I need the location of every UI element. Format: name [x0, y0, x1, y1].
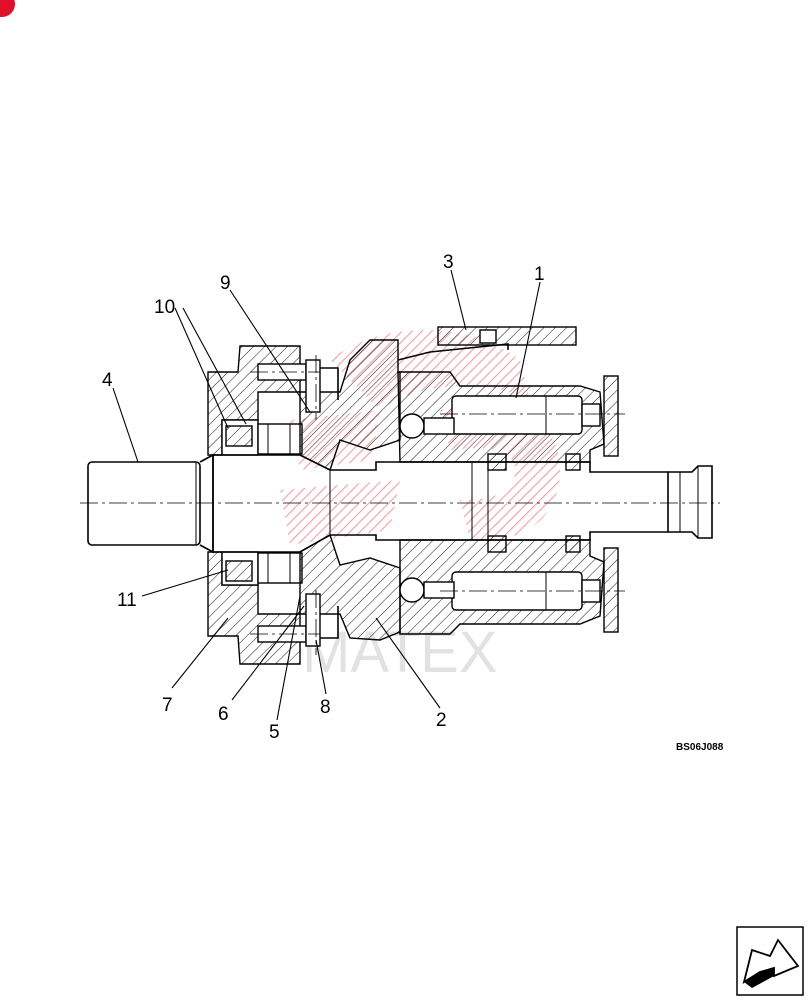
- callout-labels: 1 2 3 4 5 6 7 8 9 10 11: [102, 252, 545, 743]
- motor-cross-section: [80, 326, 720, 665]
- leader-lines: [112, 269, 541, 721]
- callout-7: 7: [162, 695, 173, 716]
- corner-badge-icon: [0, 0, 15, 17]
- callout-1: 1: [534, 264, 545, 285]
- callout-8: 8: [320, 697, 331, 718]
- callout-5: 5: [269, 722, 280, 743]
- callout-11: 11: [117, 590, 137, 611]
- next-page-button[interactable]: [736, 926, 804, 996]
- arrow-next-page-icon: [742, 938, 800, 988]
- callout-10: 10: [154, 297, 175, 318]
- callout-2: 2: [436, 710, 447, 731]
- callout-3: 3: [443, 252, 454, 273]
- callout-6: 6: [218, 704, 229, 725]
- drawing-code: BS06J088: [676, 742, 724, 753]
- callout-4: 4: [102, 370, 113, 391]
- callout-9: 9: [220, 273, 231, 294]
